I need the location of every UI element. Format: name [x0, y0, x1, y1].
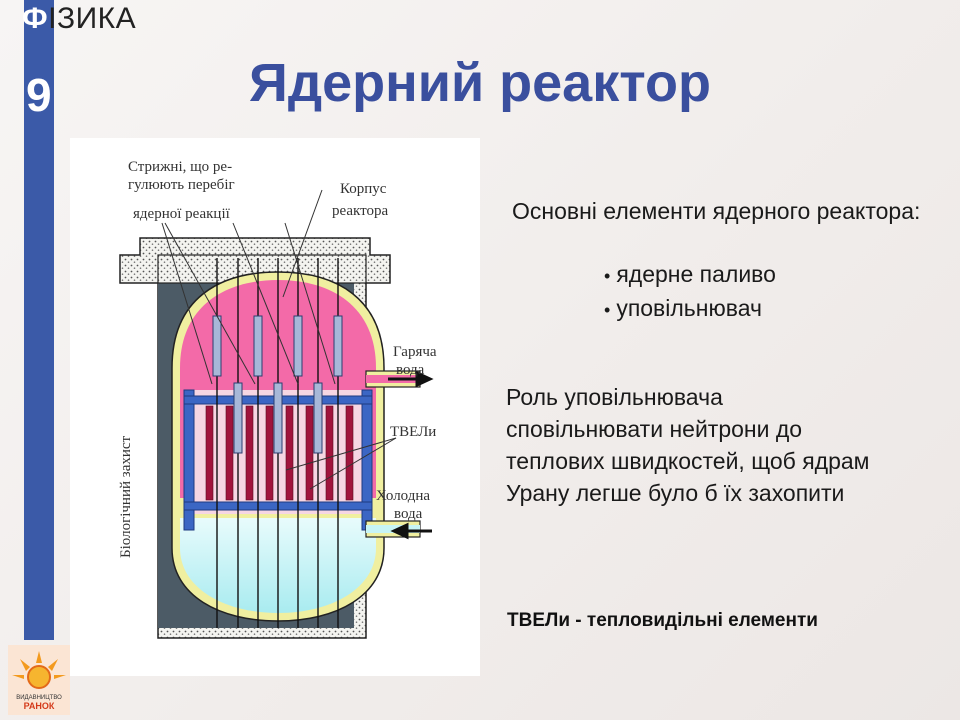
- label-rods-2: гулюють перебіг: [128, 177, 235, 193]
- label-shield: Біологічний захист: [118, 435, 134, 558]
- leader-lines: [161, 189, 397, 490]
- control-rod: [273, 382, 283, 454]
- publisher-logo: ВИДАВНИЦТВО РАНОК: [8, 645, 70, 715]
- fuel-rod: [325, 405, 334, 501]
- reactor-diagram-svg: Стрижні, що ре- гулюють перебіг ядерної …: [118, 159, 437, 639]
- fuel-rods: [205, 405, 354, 501]
- moderator-role-text: Роль уповільнювача сповільнювати нейтрон…: [506, 381, 946, 509]
- cold-pipe-water: [366, 525, 420, 533]
- label-rods-1: Стрижні, що ре-: [128, 159, 232, 175]
- label-vessel-1: Корпус: [340, 181, 387, 197]
- label-cold-1: Холодна: [376, 488, 430, 504]
- fuel-rod: [245, 405, 254, 501]
- label-fuel: ТВЕЛи: [390, 424, 436, 440]
- fuel-rod: [205, 405, 214, 501]
- label-hot-1: Гаряча: [393, 344, 437, 360]
- fuel-rod: [285, 405, 294, 501]
- label-cold-2: вода: [394, 506, 423, 522]
- page-title: Ядерний реактор: [249, 53, 711, 113]
- side-bar: [24, 0, 54, 640]
- role-line-4: Урану легше було б їх захопити: [506, 480, 845, 506]
- subject-logo: ФІЗИКА: [22, 2, 136, 36]
- control-rod: [212, 315, 222, 377]
- control-rods: [212, 258, 343, 628]
- label-rods-3: ядерної реакції: [133, 206, 231, 222]
- fuel-rod: [265, 405, 274, 501]
- label-vessel-2: реактора: [332, 203, 388, 219]
- control-rod: [233, 382, 243, 454]
- role-line-2: сповільнювати нейтрони до: [506, 416, 803, 442]
- intro-text: Основні елементи ядерного реактора:: [512, 198, 921, 224]
- sun-logo-icon: ВИДАВНИЦТВО РАНОК: [8, 645, 70, 715]
- fuel-rod: [305, 405, 314, 501]
- elements-list: ядерне паливо уповільнювач: [604, 258, 776, 326]
- role-line-3: теплових швидкостей, щоб ядрам: [506, 448, 870, 474]
- list-item-moderator: уповільнювач: [604, 292, 776, 326]
- control-rod: [253, 315, 263, 377]
- grade-number: 9: [26, 69, 52, 121]
- control-rod: [313, 382, 323, 454]
- label-hot-2: вода: [396, 362, 425, 378]
- publisher-line-1: ВИДАВНИЦТВО: [16, 695, 62, 701]
- fuel-rod: [225, 405, 234, 501]
- control-rod: [293, 315, 303, 377]
- list-item-fuel: ядерне паливо: [604, 258, 776, 292]
- subject-name: ІЗИКА: [48, 2, 137, 35]
- subject-first-letter: Ф: [22, 2, 49, 35]
- control-rod: [333, 315, 343, 377]
- hot-water-arrow: [388, 370, 434, 388]
- footnote: ТВЕЛи - тепловидільні елементи: [507, 610, 818, 631]
- reactor-diagram: Стрижні, що ре- гулюють перебіг ядерної …: [70, 138, 480, 676]
- publisher-line-2: РАНОК: [24, 701, 55, 711]
- role-line-1: Роль уповільнювача: [506, 384, 723, 410]
- cold-water-arrow: [390, 522, 432, 540]
- fuel-rod: [345, 405, 354, 501]
